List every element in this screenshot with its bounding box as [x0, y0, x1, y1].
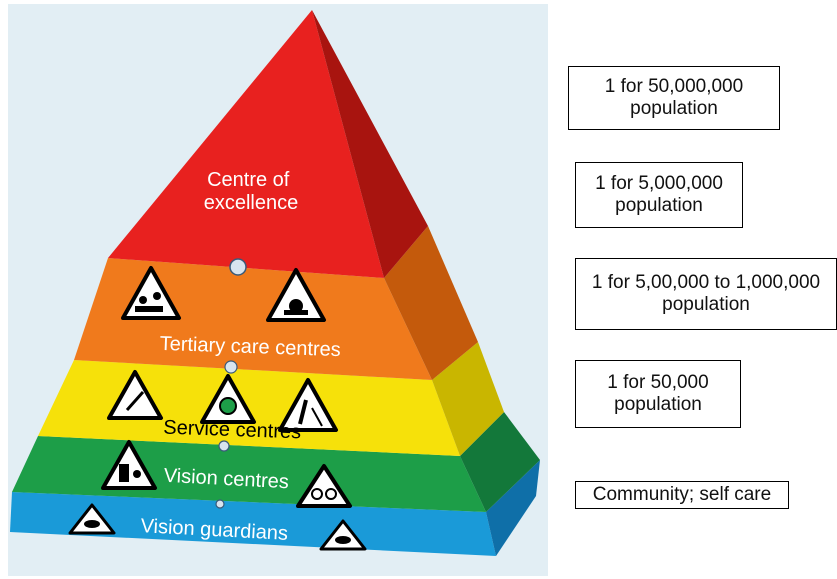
- population-text: 1 for 5,00,000 to 1,000,000: [591, 272, 821, 293]
- tier-service-centres-side: [432, 342, 504, 456]
- population-text: 1 for 5,000,000: [595, 173, 723, 194]
- population-text: population: [662, 294, 750, 315]
- population-text: population: [614, 394, 702, 415]
- connector-dot: [229, 258, 247, 276]
- population-text: 1 for 50,000,000: [604, 76, 744, 97]
- population-text: 1 for 50,000: [607, 372, 709, 393]
- connector-dot: [224, 360, 238, 374]
- tier-vision-centres-side: [460, 412, 540, 512]
- tier-label-service-centres: Service centres: [163, 417, 302, 444]
- research-team-icon: [121, 266, 181, 320]
- eye-exam-icon: [200, 374, 256, 424]
- tier-label-centre-of-excellence: Centre of excellence: [204, 169, 299, 214]
- population-text: population: [630, 98, 718, 119]
- surgery-icon: [266, 268, 326, 322]
- tier-centre-of-excellence-side: [312, 10, 428, 278]
- blind-walker-icon: [278, 378, 338, 432]
- tier-vision-guardians-front: [10, 492, 496, 556]
- tier-centre-of-excellence-front: [108, 10, 384, 278]
- population-text: Community; self care: [592, 484, 772, 505]
- eye-icon: [68, 503, 116, 535]
- syringe-icon: [107, 370, 163, 420]
- spectacles-icon: [296, 464, 352, 508]
- population-text: population: [615, 195, 703, 216]
- tier-tertiary-side: [384, 226, 478, 380]
- connector-dot: [215, 499, 225, 509]
- tier-vision-guardians-side: [486, 460, 540, 556]
- eye-icon: [319, 519, 367, 551]
- connector-dot: [218, 440, 230, 452]
- population-box-vision-guardians: Community; self care: [575, 481, 789, 509]
- eye-care-pyramid: Centre of excellence Tertiary care centr…: [10, 10, 540, 556]
- vision-test-icon: [101, 440, 157, 490]
